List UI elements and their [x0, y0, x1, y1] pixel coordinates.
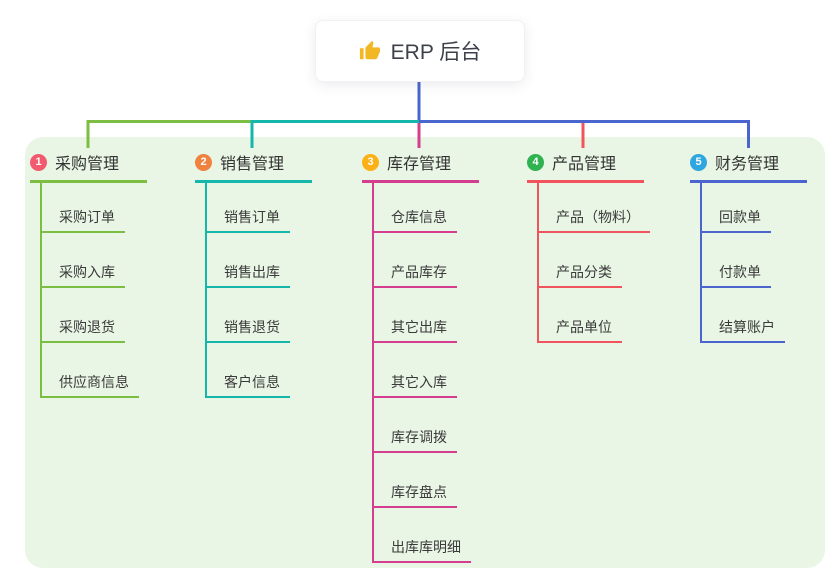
branch-items: 采购订单 采购入库 采购退货 供应商信息: [40, 183, 147, 398]
branch-item[interactable]: 采购退货: [42, 288, 125, 343]
branch-header[interactable]: 1 采购管理: [30, 150, 147, 183]
branch-item-label: 产品库存: [391, 264, 447, 280]
branch-node: 4 产品管理 产品（物料） 产品分类 产品单位: [527, 150, 650, 343]
branch-item-label: 付款单: [719, 264, 761, 280]
branch-item[interactable]: 仓库信息: [374, 183, 457, 233]
branch-item-label: 出库库明细: [391, 539, 461, 555]
thumbs-up-icon: [359, 40, 380, 60]
branch-node: 5 财务管理 回款单 付款单 结算账户: [690, 150, 807, 343]
branch-items: 仓库信息 产品库存 其它出库 其它入库 库存调拨 库存盘点 出库库明细: [372, 183, 479, 563]
branch-item-label: 销售退货: [224, 319, 280, 335]
branch-title: 库存管理: [387, 156, 452, 173]
branch-item[interactable]: 回款单: [702, 183, 771, 233]
branch-item[interactable]: 采购入库: [42, 233, 125, 288]
branch-items: 产品（物料） 产品分类 产品单位: [537, 183, 650, 343]
branch-number-badge: 1: [30, 153, 47, 171]
branch-number-badge: 2: [195, 153, 212, 171]
branch-item-label: 结算账户: [719, 319, 775, 335]
branch-item-label: 销售订单: [224, 209, 280, 225]
branch-item-label: 库存盘点: [391, 484, 447, 500]
branch-item[interactable]: 产品单位: [539, 288, 622, 343]
branch-item-label: 产品单位: [556, 319, 612, 335]
branch-items: 回款单 付款单 结算账户: [700, 183, 807, 343]
branch-item[interactable]: 库存盘点: [374, 453, 457, 508]
branch-node: 2 销售管理 销售订单 销售出库 销售退货 客户信息: [195, 150, 312, 398]
branch-item[interactable]: 销售退货: [207, 288, 290, 343]
branch-title: 销售管理: [220, 156, 285, 173]
branch-number-badge: 4: [527, 153, 544, 171]
branch-title: 产品管理: [552, 156, 617, 173]
branch-item-label: 其它出库: [391, 319, 447, 335]
background-panel: [25, 137, 825, 568]
branch-item-label: 采购退货: [59, 319, 115, 335]
branch-items: 销售订单 销售出库 销售退货 客户信息: [205, 183, 312, 398]
branch-node: 1 采购管理 采购订单 采购入库 采购退货 供应商信息: [30, 150, 147, 398]
branch-item[interactable]: 产品分类: [539, 233, 622, 288]
branch-header[interactable]: 5 财务管理: [690, 150, 807, 183]
branch-header[interactable]: 4 产品管理: [527, 150, 644, 183]
branch-item-label: 回款单: [719, 209, 761, 225]
branch-item[interactable]: 库存调拨: [374, 398, 457, 453]
branch-item-label: 其它入库: [391, 374, 447, 390]
branch-item[interactable]: 采购订单: [42, 183, 125, 233]
branch-item[interactable]: 其它入库: [374, 343, 457, 398]
branch-item-label: 产品（物料）: [556, 209, 640, 225]
branch-item[interactable]: 其它出库: [374, 288, 457, 343]
branch-node: 3 库存管理 仓库信息 产品库存 其它出库 其它入库 库存调拨 库存盘点 出库库…: [362, 150, 479, 563]
branch-item[interactable]: 结算账户: [702, 288, 785, 343]
branch-number-badge: 3: [362, 153, 379, 171]
branch-item[interactable]: 产品库存: [374, 233, 457, 288]
branch-item-label: 采购订单: [59, 209, 115, 225]
branch-item-label: 客户信息: [224, 374, 280, 390]
branch-title: 财务管理: [715, 156, 780, 173]
root-title: ERP 后台: [390, 41, 482, 64]
branch-header[interactable]: 2 销售管理: [195, 150, 312, 183]
branch-item[interactable]: 销售出库: [207, 233, 290, 288]
branch-item[interactable]: 付款单: [702, 233, 771, 288]
branch-item-label: 销售出库: [224, 264, 280, 280]
branch-item-label: 供应商信息: [59, 374, 129, 390]
branch-title: 采购管理: [55, 156, 120, 173]
branch-item-label: 采购入库: [59, 264, 115, 280]
branch-item-label: 产品分类: [556, 264, 612, 280]
branch-number-badge: 5: [690, 153, 707, 171]
branch-item[interactable]: 供应商信息: [42, 343, 139, 398]
branch-item[interactable]: 出库库明细: [374, 508, 471, 563]
branch-header[interactable]: 3 库存管理: [362, 150, 479, 183]
branch-item[interactable]: 客户信息: [207, 343, 290, 398]
branch-item-label: 库存调拨: [391, 429, 447, 445]
branch-item[interactable]: 销售订单: [207, 183, 290, 233]
root-node[interactable]: ERP 后台: [315, 20, 525, 82]
branch-item[interactable]: 产品（物料）: [539, 183, 650, 233]
branch-item-label: 仓库信息: [391, 209, 447, 225]
